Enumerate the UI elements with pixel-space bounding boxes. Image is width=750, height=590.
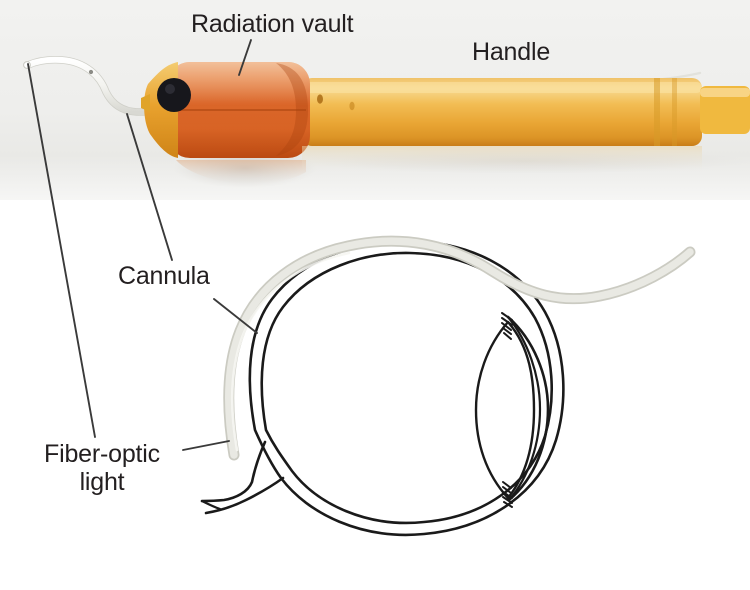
sclera-outer <box>248 239 565 537</box>
leader-cannula-to-diagram <box>213 298 258 334</box>
radiation-port <box>157 78 191 112</box>
optic-nerve-lower <box>204 476 285 515</box>
lens <box>474 320 536 500</box>
label-cannula: Cannula <box>118 262 210 290</box>
handle-reflection <box>302 146 702 172</box>
cornea-outer <box>506 315 550 502</box>
diagram-cannula-tube <box>225 237 694 459</box>
radiation-port-highlight <box>165 84 175 94</box>
label-fiber-optic-light: Fiber-optic light <box>27 440 177 496</box>
label-fiber-optic-line1: Fiber-optic <box>44 440 160 468</box>
handle-vent-1 <box>317 94 323 104</box>
diagram-cannula-highlight <box>230 251 351 452</box>
vault-reflection <box>176 160 306 184</box>
cannula-marker <box>88 69 94 75</box>
leader-radiation-vault <box>238 39 252 76</box>
leader-fiber-optic-to-diagram <box>182 440 230 451</box>
optic-nerve-tip <box>200 499 222 511</box>
cornea-inner <box>506 315 542 502</box>
applicator-photo-graphic <box>23 55 750 188</box>
label-handle: Handle <box>472 38 551 66</box>
leader-fiber-optic-to-photo <box>27 63 96 438</box>
sclera-inner <box>260 251 553 525</box>
handle-distal-highlight <box>700 88 750 97</box>
applicator-photo-panel <box>0 0 750 200</box>
handle-vent-2 <box>349 101 355 111</box>
leader-cannula-to-photo <box>126 113 173 261</box>
radiation-vault-cap <box>276 63 308 156</box>
label-radiation-vault: Radiation vault <box>191 10 354 38</box>
handle-ring-1 <box>654 78 660 146</box>
handle-ring-2 <box>672 78 677 146</box>
handle-barrel <box>302 78 702 146</box>
handle-highlight <box>302 82 702 93</box>
label-fiber-optic-line2: light <box>79 468 125 496</box>
iris-lower <box>502 481 513 508</box>
vault-nose <box>141 94 150 112</box>
iris-upper <box>501 312 513 340</box>
handle-distal-stub <box>700 86 750 134</box>
optic-nerve-upper <box>200 440 267 503</box>
